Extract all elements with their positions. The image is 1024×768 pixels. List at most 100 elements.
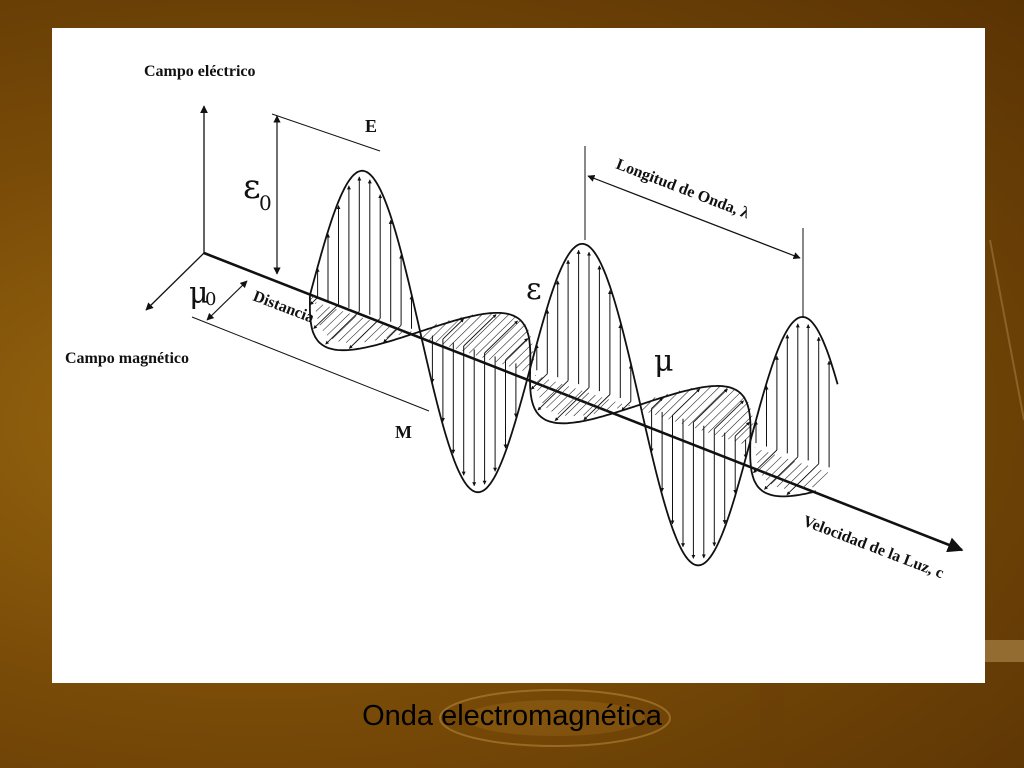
magnetic-field-vector-48	[786, 463, 820, 496]
magnetic-hatch-line-49	[654, 390, 681, 416]
magnetic-hatch-line-68	[765, 458, 789, 481]
electric-field-label: Campo eléctrico	[144, 63, 256, 80]
m-peak-label: M	[395, 422, 412, 442]
magnetic-wave-curve	[309, 294, 817, 498]
magnetic-hatch-line-27	[495, 329, 529, 363]
magnetic-field-vector-4	[325, 311, 360, 345]
magnetic-field-vector-34	[672, 388, 701, 416]
magnetic-hatch-line-50	[661, 387, 692, 418]
magnetic-hatch-line-13	[386, 328, 397, 339]
magnetic-field-vector-26	[554, 387, 590, 422]
magnetic-hatch-line-41	[573, 394, 596, 417]
magnetic-field-vector-2	[313, 304, 339, 329]
magnetic-hatch-line-60	[728, 415, 753, 440]
magnetic-hatch-line-43	[593, 399, 609, 415]
magnetic-hatch-line-18	[435, 316, 462, 343]
magnetic-field-vector-44	[753, 449, 778, 474]
magnetic-hatch-line-19	[442, 314, 474, 345]
magnetic-hatch-line-11	[364, 324, 384, 343]
magnetic-hatch-line-37	[546, 386, 570, 409]
magnetic-field-vector-6	[348, 317, 381, 349]
wavelength-dimension	[587, 174, 801, 260]
magnetic-hatch-line-9	[345, 319, 370, 343]
mu-wave-symbol: μ	[654, 344, 674, 379]
magnetic-hatch-line-2	[315, 304, 324, 312]
magnetic-hatch-line-5	[322, 311, 344, 331]
epsilon-wave-symbol: ε	[526, 272, 542, 307]
magnetic-field-label: Campo magnético	[65, 350, 189, 367]
magnetic-hatch-line-55	[694, 388, 736, 429]
magnetic-hatch-line-54	[688, 386, 729, 427]
magnetic-hatch-line-39	[557, 390, 583, 415]
magnetic-hatch-line-65	[757, 452, 769, 464]
magnetic-field-vector-16	[484, 320, 518, 354]
epsilon-zero-subscript: 0	[259, 191, 272, 215]
magnetic-hatch-line-3	[317, 306, 330, 319]
magnetic-hatch-line-8	[338, 317, 364, 342]
magnetic-hatch-line-25	[482, 319, 522, 358]
epsilon-zero-symbol: ε	[243, 167, 261, 207]
magnetic-hatch-line-4	[319, 308, 337, 326]
magnetic-hatch-line-1	[314, 302, 317, 304]
magnetic-field-vector-38	[713, 400, 744, 430]
magnetic-field-vector-0	[309, 297, 318, 306]
magnetic-hatch-line-73	[801, 469, 822, 489]
magnetic-hatch-line-58	[714, 401, 749, 436]
magnetic-field-vector-30	[621, 401, 632, 411]
speed-of-light-label: Velocidad de la Luz, c	[801, 513, 946, 582]
magnetic-hatch-line-69	[770, 460, 795, 485]
propagation-axis	[203, 251, 964, 553]
magnetic-hatch-line-67	[761, 456, 782, 476]
magnetic-hatch-line-64	[755, 449, 762, 456]
magnetic-field-vector-12	[442, 318, 464, 340]
magnetic-hatch-line-24	[475, 315, 517, 356]
magnetic-hatch-line-74	[812, 472, 829, 488]
magnetic-field-vector-40	[734, 421, 750, 437]
magnetic-hatch-line-57	[708, 396, 746, 433]
magnetic-hatch-line-35	[539, 381, 556, 398]
magnetic-hatch-line-71	[783, 465, 809, 489]
magnetic-hatch-line-42	[583, 397, 603, 416]
magnetic-hatch-line-44	[604, 401, 616, 412]
slide-caption: Onda electromagnética	[362, 700, 662, 732]
magnetic-hatch-line-26	[488, 324, 526, 361]
electromagnetic-wave-diagram: Campo eléctrico Campo magnético Distanci…	[65, 63, 964, 582]
magnetic-hatch-line-22	[462, 312, 503, 352]
magnetic-hatch-line-45	[616, 403, 623, 409]
magnetic-field-vector-32	[651, 397, 663, 409]
magnetic-hatch-line-12	[374, 326, 390, 341]
magnetic-hatch-line-59	[721, 408, 751, 438]
magnetic-hatch-line-23	[468, 313, 510, 354]
magnetic-hatch-line-33	[535, 377, 543, 384]
magnetic-hatch-line-34	[537, 379, 550, 391]
magnetic-hatch-line-36	[542, 383, 563, 404]
magnetic-hatch-line-56	[701, 391, 741, 431]
e-peak-label: E	[365, 116, 377, 136]
magnetic-hatch-line-38	[551, 388, 576, 412]
magnetic-hatch-line-66	[759, 454, 776, 470]
diagram-panel: Campo eléctrico Campo magnético Distanci…	[52, 28, 985, 683]
magnetic-hatch-line-14	[398, 330, 404, 336]
magnetic-hatch-line-6	[326, 313, 350, 336]
magnetic-hatch-line-15	[409, 331, 412, 334]
magnetic-hatch-line-40	[564, 392, 590, 416]
magnetic-field-vector-14	[463, 314, 497, 347]
magnetic-hatch-line-70	[776, 463, 802, 488]
magnetic-field-axis	[145, 252, 205, 311]
magnetic-field-vector-36	[693, 388, 728, 423]
magnetic-field-vector-28	[583, 394, 611, 421]
electric-wave-curve	[309, 169, 839, 567]
magnetic-field-vector-8	[383, 324, 402, 343]
mu-zero-subscript: 0	[205, 289, 216, 310]
mu-zero-dimension	[206, 280, 248, 321]
magnetic-hatch-line-53	[681, 385, 722, 424]
magnetic-field-vector-46	[764, 456, 799, 490]
magnetic-hatch-line-32	[534, 374, 536, 376]
magnetic-hatch-line-46	[628, 404, 630, 407]
magnetic-field-vector-18	[505, 338, 528, 361]
mu-zero-symbol: μ	[189, 276, 209, 311]
magnetic-hatch-line-21	[455, 311, 494, 350]
magnetic-field-vector-22	[530, 373, 548, 390]
magnetic-hatch-line-7	[331, 315, 357, 340]
magnetic-hatch-line-20	[449, 312, 484, 347]
